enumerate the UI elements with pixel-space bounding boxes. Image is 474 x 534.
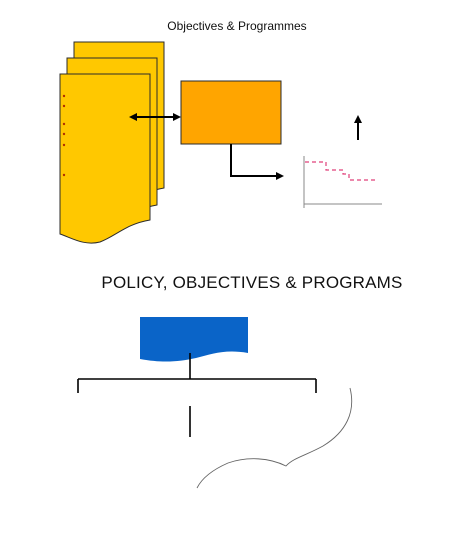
document-front — [59, 73, 151, 244]
stacked-documents-icon — [59, 41, 165, 244]
policy-objectives-programs-heading: POLICY, OBJECTIVES & PROGRAMS — [101, 273, 403, 292]
objectives-programmes-title: Objectives & Programmes — [167, 19, 307, 33]
mini-trend-chart — [303, 156, 382, 208]
curly-brace — [196, 387, 353, 489]
process-box — [180, 80, 282, 145]
bullet-dots — [62, 94, 66, 177]
blue-document-icon — [140, 317, 248, 362]
elbow-connector-arrow — [230, 144, 284, 180]
dashed-trend-line — [305, 161, 376, 181]
tree-connector — [77, 353, 317, 437]
